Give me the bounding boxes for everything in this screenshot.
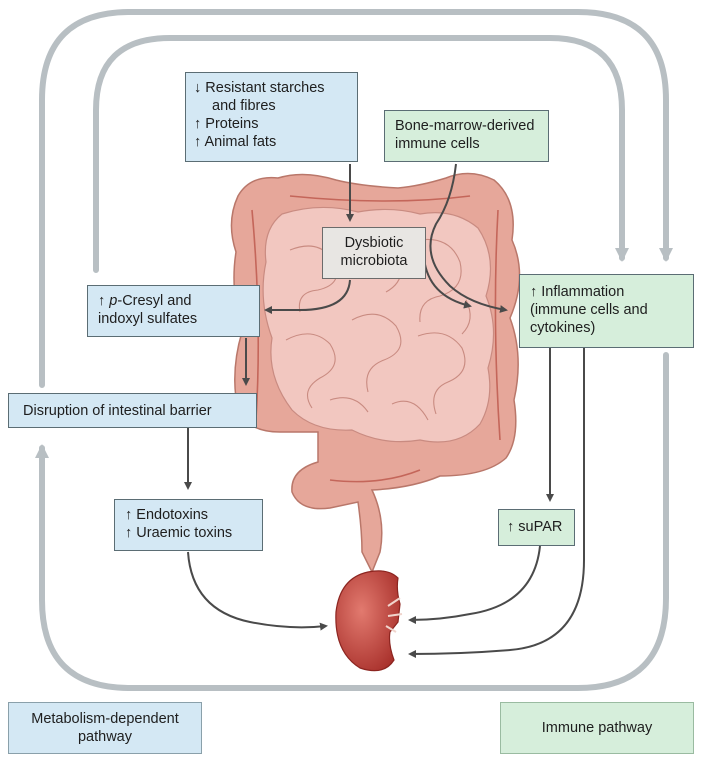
inflammation-box: ↑ Inflammation (immune cells and cytokin… xyxy=(519,274,694,348)
diet-line-2: and fibres xyxy=(212,98,276,114)
legend-metabolism-pathway: Metabolism-dependent pathway xyxy=(8,702,202,754)
dysbiotic-line-1: Dysbiotic xyxy=(344,235,404,251)
inflammation-line-2: (immune cells and xyxy=(530,302,648,318)
diet-line-1: ↓ Resistant starches xyxy=(194,80,325,96)
diet-line-4: ↑ Animal fats xyxy=(194,134,277,150)
legend-metabolism-line-2: pathway xyxy=(77,729,132,745)
outer-cycle-arrows xyxy=(35,9,673,691)
kidney-illustration xyxy=(335,570,403,672)
inflammation-line-3: cytokines) xyxy=(530,320,596,336)
cresyl-arrow: ↑ xyxy=(98,293,110,309)
inflammation-line-1: ↑ Inflammation xyxy=(530,284,625,300)
kidney xyxy=(335,570,401,672)
supar-box: ↑ suPAR xyxy=(498,509,575,546)
toxins-line-1: ↑ Endotoxins xyxy=(125,507,209,523)
diet-box: ↓ Resistant starches and fibres ↑ Protei… xyxy=(185,72,358,162)
cresyl-italic-p: p xyxy=(109,293,118,309)
bone-marrow-line-2: immune cells xyxy=(395,136,480,152)
barrier-label: Disruption of intestinal barrier xyxy=(23,403,212,419)
legend-metabolism-line-1: Metabolism-dependent xyxy=(31,711,179,727)
toxins-line-2: ↑ Uraemic toxins xyxy=(125,525,233,541)
legend-immune-label: Immune pathway xyxy=(541,720,653,736)
cresyl-line-1: ↑ p-Cresyl and xyxy=(98,292,249,310)
arrow-supar-to-kidney xyxy=(408,545,541,624)
dysbiotic-microbiota-box: Dysbiotic microbiota xyxy=(322,227,426,279)
arrow-marrow-to-inflammation xyxy=(429,163,508,313)
supar-label: ↑ suPAR xyxy=(507,519,563,535)
diet-line-3: ↑ Proteins xyxy=(194,116,259,132)
outer-cycle-top-loop xyxy=(39,9,673,388)
arrow-inflammation-to-kidney xyxy=(408,348,585,658)
arrow-microbiota-to-cresyl xyxy=(264,279,351,314)
cresyl-line-2: indoxyl sulfates xyxy=(98,311,198,327)
bone-marrow-box: Bone-marrow-derived immune cells xyxy=(384,110,549,162)
legend-immune-pathway: Immune pathway xyxy=(500,702,694,754)
connector-arrows xyxy=(184,163,585,658)
outer-cycle-bottom-loop xyxy=(35,352,669,691)
cresyl-line-1-rest: -Cresyl and xyxy=(117,293,192,309)
toxins-box: ↑ Endotoxins ↑ Uraemic toxins xyxy=(114,499,263,551)
arrow-toxins-to-kidney xyxy=(187,551,328,631)
barrier-box: Disruption of intestinal barrier xyxy=(8,393,257,428)
inner-cycle-top-loop xyxy=(93,35,629,273)
dysbiotic-line-2: microbiota xyxy=(340,253,408,269)
bone-marrow-line-1: Bone-marrow-derived xyxy=(395,118,535,134)
cresyl-box: ↑ p-Cresyl and indoxyl sulfates xyxy=(87,285,260,337)
